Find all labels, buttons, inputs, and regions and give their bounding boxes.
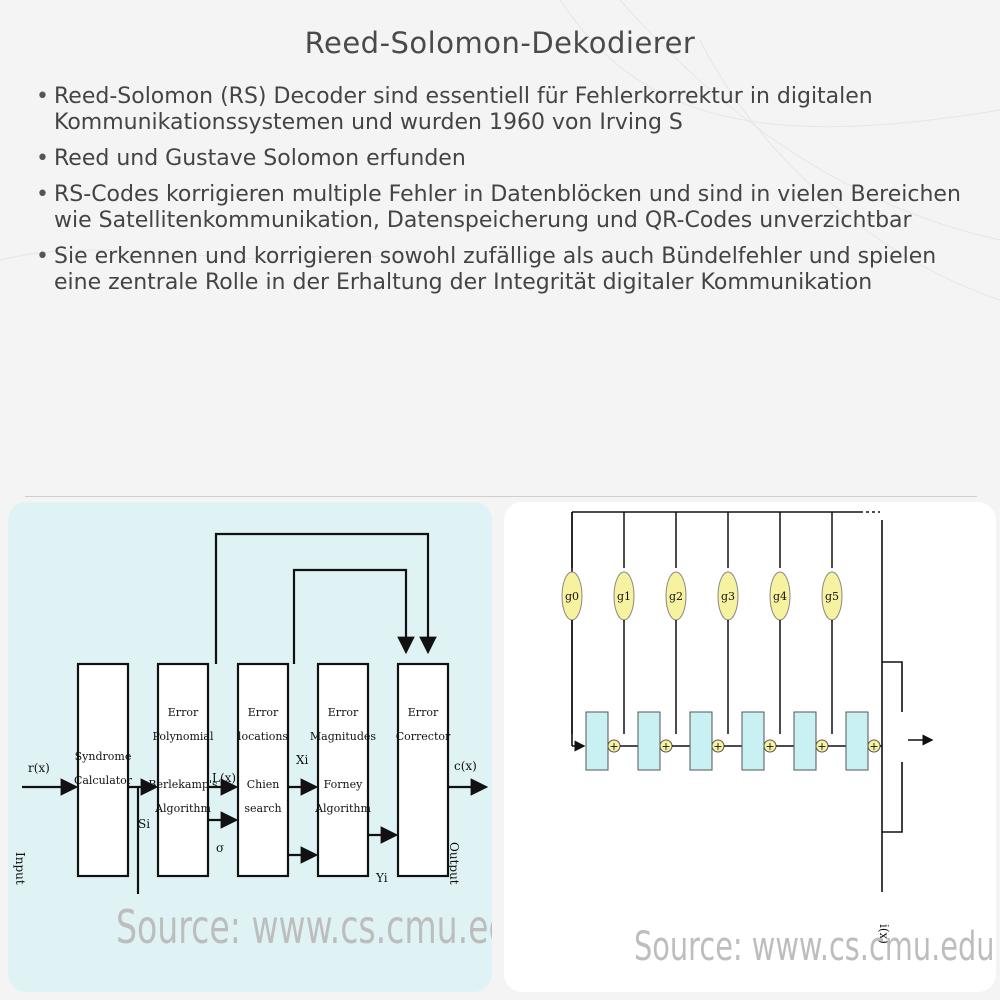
- page-title: Reed-Solomon-Dekodierer: [304, 26, 696, 60]
- input-signal-label: r(x): [28, 761, 50, 775]
- loc-block-text: search: [244, 802, 281, 815]
- shift-register: [637, 711, 661, 771]
- mag-block-text: Error: [328, 706, 359, 719]
- syndrome-out-label: Si: [138, 817, 150, 831]
- divider: [25, 496, 977, 497]
- lfsr-diagram: g0 g1 g2 g3 g4 g5 + + + + + + i(x) Source: www.cs.c…: [504, 502, 996, 992]
- bottom-signal-label: i(x): [877, 924, 891, 944]
- error-locations-block: [236, 662, 290, 878]
- loc-block-text: Error: [248, 706, 279, 719]
- coefficient-label: g1: [617, 590, 631, 603]
- bullet-item: Sie erkennen und korrigieren sowohl zufä…: [36, 244, 966, 296]
- sigma-label: σ: [216, 841, 224, 855]
- mag-block-text: Forney: [324, 778, 364, 791]
- mag-out-label: Yi: [375, 871, 388, 885]
- poly-block-text: Polynomial: [152, 730, 214, 743]
- syndrome-calculator-block: [76, 662, 130, 878]
- bullet-item: Reed-Solomon (RS) Decoder sind essentiel…: [36, 84, 966, 136]
- error-corrector-block: [396, 662, 450, 878]
- bullet-list: Reed-Solomon (RS) Decoder sind essentiel…: [36, 84, 966, 306]
- syndrome-block-text: Syndrome: [75, 750, 132, 763]
- coefficient-label: g0: [565, 590, 579, 603]
- shift-register: [585, 711, 609, 771]
- shift-register: [741, 711, 765, 771]
- loc-out-label: Xi: [296, 753, 309, 767]
- adder-sign: +: [869, 740, 878, 753]
- coefficient-label: g2: [669, 590, 683, 603]
- mag-block-text: Magnitudes: [310, 730, 377, 743]
- coefficient-label: g4: [773, 590, 787, 603]
- shift-register: [845, 711, 869, 771]
- shift-register: [689, 711, 713, 771]
- source-watermark: Source: www.cs.cmu.edu: [634, 924, 995, 970]
- bullet-item: Reed und Gustave Solomon erfunden: [36, 146, 966, 172]
- mag-block-text: Algorithm: [314, 802, 371, 815]
- source-watermark: Source: www.cs.cmu.edu: [116, 900, 492, 954]
- decoder-block-diagram: r(x) Input c(x) Output Si L(x) σ Xi Yi S…: [8, 502, 492, 992]
- error-polynomial-block: [156, 662, 210, 878]
- shift-register: [793, 711, 817, 771]
- poly-block-text: Berlekamp's: [148, 778, 218, 791]
- poly-block-text: Error: [168, 706, 199, 719]
- adder-sign: +: [713, 740, 722, 753]
- coefficient-label: g5: [825, 590, 839, 603]
- syndrome-block-text: Calculator: [74, 774, 133, 787]
- bullet-item: RS-Codes korrigieren multiple Fehler in …: [36, 182, 966, 234]
- loc-block-text: Chien: [247, 778, 280, 791]
- corr-block-text: Corrector: [396, 730, 451, 743]
- input-label: Input: [13, 852, 27, 885]
- adder-sign: +: [661, 740, 670, 753]
- adder-sign: +: [609, 740, 618, 753]
- error-magnitudes-block: [316, 662, 370, 878]
- adder-sign: +: [765, 740, 774, 753]
- poly-block-text: Algorithm: [154, 802, 211, 815]
- corr-block-text: Error: [408, 706, 439, 719]
- adder-sign: +: [817, 740, 826, 753]
- coefficient-label: g3: [721, 590, 735, 603]
- output-label: Output: [447, 842, 461, 885]
- poly-out-label: L(x): [212, 771, 236, 785]
- output-signal-label: c(x): [454, 759, 477, 773]
- loc-block-text: locations: [238, 730, 289, 743]
